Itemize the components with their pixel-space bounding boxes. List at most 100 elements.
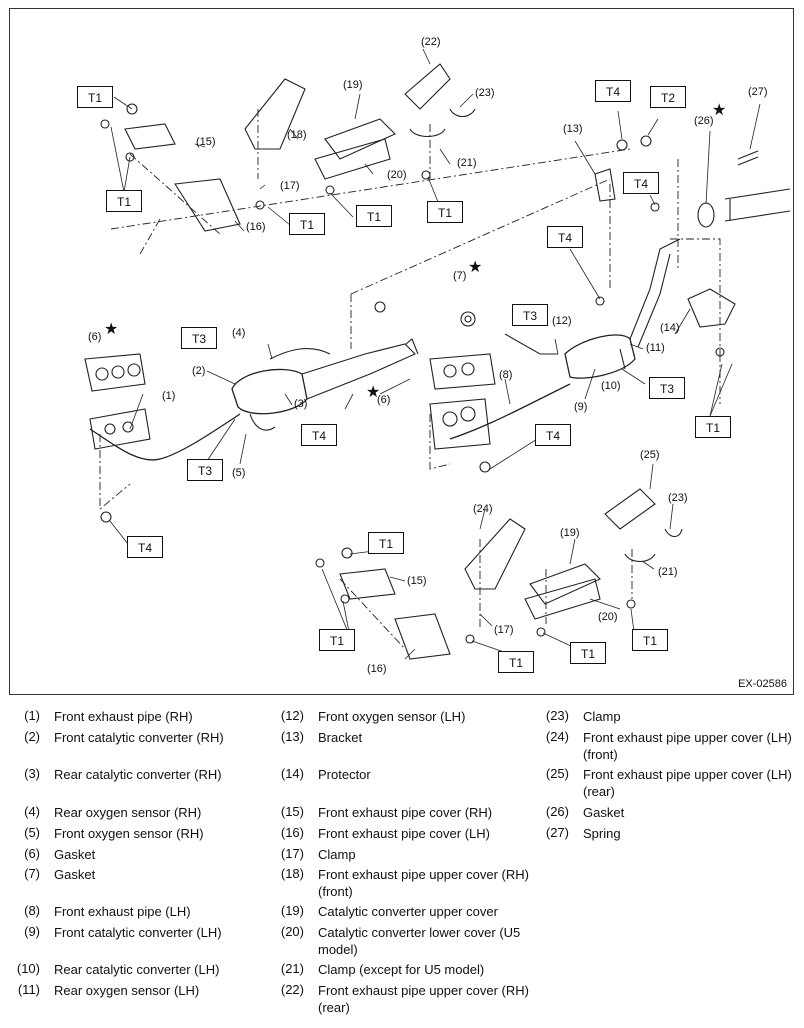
part-callout: (21): [457, 157, 477, 169]
torque-code-box: T4: [595, 80, 631, 102]
part-callout: (11): [646, 342, 665, 354]
torque-code-box: T1: [77, 86, 113, 108]
legend-number: (4): [24, 804, 40, 819]
legend-number: (24): [545, 729, 569, 744]
legend-description: Front exhaust pipe upper cover (LH) (rea…: [583, 767, 792, 799]
torque-code-box: T1: [427, 201, 463, 223]
part-callout: (23): [475, 87, 495, 99]
legend-number: (2): [24, 729, 40, 744]
legend-description: Front exhaust pipe cover (RH): [318, 805, 493, 820]
part-callout: (19): [343, 79, 363, 91]
legend-description: Front oxygen sensor (LH): [318, 709, 466, 724]
torque-code-box: T1: [498, 651, 534, 673]
legend-description: Front exhaust pipe upper cover (LH) (fro…: [583, 730, 792, 762]
legend-description: Front oxygen sensor (RH): [54, 826, 204, 841]
part-callout: (27): [748, 86, 768, 98]
star-icon: ★: [468, 259, 483, 276]
legend-description: Clamp (except for U5 model): [318, 962, 485, 977]
legend-number: (1): [24, 708, 40, 723]
legend-description: Rear catalytic converter (RH): [54, 767, 222, 782]
legend-description: Rear oxygen sensor (LH): [54, 983, 200, 998]
part-callout: (7): [453, 270, 467, 282]
legend-number: (9): [24, 924, 40, 939]
part-callout: (1): [162, 390, 176, 402]
torque-code-box: T3: [649, 377, 685, 399]
torque-code-box: T1: [632, 629, 668, 651]
torque-code-box: T1: [319, 629, 355, 651]
part-callout: (26): [694, 115, 714, 127]
figure-code: EX-02586: [738, 678, 787, 690]
legend-description: Bracket: [318, 730, 363, 745]
torque-code-box: T1: [695, 416, 731, 438]
torque-code-box: T1: [570, 642, 606, 664]
legend-number: (21): [280, 961, 304, 976]
part-callout: (6): [377, 394, 391, 406]
part-callout: (16): [246, 221, 266, 233]
part-callout: (17): [494, 624, 514, 636]
legend-description: Front catalytic converter (RH): [54, 730, 224, 745]
exhaust-parts-drawing: [84, 48, 791, 660]
legend-description: Front exhaust pipe (LH): [54, 904, 191, 919]
legend-number: (27): [545, 825, 569, 840]
part-callout: (24): [473, 503, 493, 515]
part-callout: (9): [574, 401, 588, 413]
torque-code-box: T4: [547, 226, 583, 248]
torque-code-box: T1: [368, 532, 404, 554]
legend-description: Catalytic converter upper cover: [318, 904, 498, 919]
legend-number: (19): [280, 903, 304, 918]
part-callout: (8): [499, 369, 513, 381]
torque-code-box: T1: [289, 213, 325, 235]
part-callout: (18): [287, 129, 307, 141]
legend-description: Gasket: [54, 847, 96, 862]
legend-description: Front exhaust pipe cover (LH): [318, 826, 490, 841]
legend-description: Clamp: [318, 847, 356, 862]
legend-number: (23): [545, 708, 569, 723]
part-callout: (4): [232, 327, 246, 339]
part-callout: (10): [601, 380, 621, 392]
legend-number: (12): [280, 708, 304, 723]
legend-description: Front exhaust pipe upper cover (RH) (rea…: [318, 983, 529, 1015]
part-callout: (17): [280, 180, 300, 192]
star-icon: ★: [104, 321, 119, 338]
legend-description: Catalytic converter lower cover (U5 mode…: [318, 925, 521, 957]
part-callout: (5): [232, 467, 246, 479]
legend-number: (16): [280, 825, 304, 840]
torque-code-box: T2: [650, 86, 686, 108]
legend-description: Gasket: [583, 805, 625, 820]
legend-number: (15): [280, 804, 304, 819]
legend-description: Front catalytic converter (LH): [54, 925, 222, 940]
legend-number: (6): [24, 846, 40, 861]
torque-code-box: T4: [127, 536, 163, 558]
part-callout: (15): [196, 136, 216, 148]
torque-code-box: T4: [301, 424, 337, 446]
legend-number: (11): [17, 982, 40, 997]
part-callout: (6): [88, 331, 102, 343]
part-callout: (23): [668, 492, 688, 504]
part-callout: (3): [294, 398, 308, 410]
part-callout: (16): [367, 663, 387, 675]
legend-number: (7): [24, 866, 40, 881]
legend-number: (8): [24, 903, 40, 918]
part-callout: (20): [387, 169, 407, 181]
star-icon: ★: [712, 102, 727, 119]
legend-description: Rear catalytic converter (LH): [54, 962, 220, 977]
legend-number: (20): [280, 924, 304, 939]
legend-number: (25): [545, 766, 569, 781]
torque-code-box: T1: [106, 190, 142, 212]
torque-code-box: T4: [623, 172, 659, 194]
star-icon: ★: [366, 384, 381, 401]
torque-code-box: T4: [535, 424, 571, 446]
exploded-diagram: T1 T1 T1 T1 T1 T4 T2 T4 T4 T3 T3 T3 T3 T…: [9, 8, 794, 695]
legend-description: Protector: [318, 767, 371, 782]
part-callout: (21): [658, 566, 678, 578]
legend-description: Spring: [583, 826, 621, 841]
part-callout: (22): [421, 36, 441, 48]
part-callout: (25): [640, 449, 660, 461]
legend-number: (3): [24, 766, 40, 781]
part-callout: (20): [598, 611, 618, 623]
legend-number: (22): [280, 982, 304, 997]
part-callout: (13): [563, 123, 583, 135]
legend-number: (26): [545, 804, 569, 819]
part-callout: (12): [552, 315, 572, 327]
legend-number: (5): [24, 825, 40, 840]
